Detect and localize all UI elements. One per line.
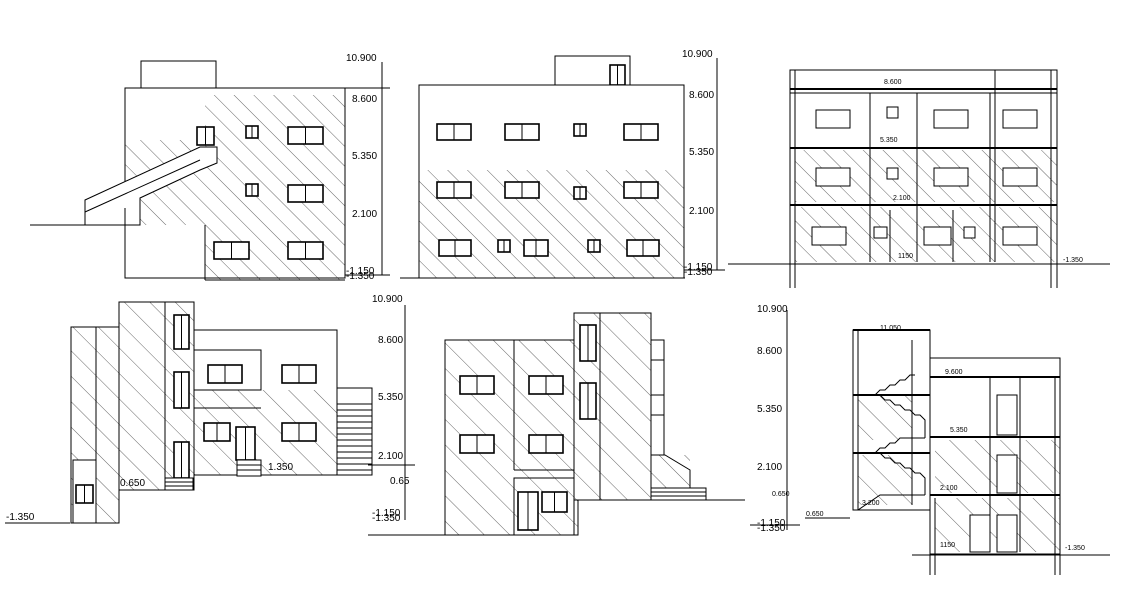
section-label-first: 2.100: [893, 195, 911, 202]
level-second: 5.350: [689, 147, 714, 158]
level-plinth: 0.650: [772, 491, 790, 498]
level-ground: -1.350: [6, 512, 35, 523]
level-ground-alt: -1.150: [372, 508, 401, 519]
level-roof: 8.600: [689, 90, 714, 101]
level-ground: -1.350: [757, 523, 786, 534]
level-top: 10.900: [372, 294, 403, 305]
level-second: 5.350: [378, 392, 403, 403]
section-b: 10.900 8.600 5.350 2.100 0.650 -1.150 -1…: [750, 304, 1110, 575]
level-second: 5.350: [352, 151, 377, 162]
level-roof: 8.600: [757, 346, 782, 357]
section-label-ground: -1.350: [1063, 257, 1083, 264]
level-top: 10.900: [346, 53, 377, 64]
level-top: 10.900: [757, 304, 788, 315]
elevation-side-right: 10.900 8.600 5.350 2.100 0.65 -1.150 -1.…: [368, 294, 745, 536]
level-roof: 8.600: [352, 94, 377, 105]
section-label-width: 11.050: [880, 325, 901, 332]
level-plinth: 0.650: [120, 478, 145, 489]
section-label-foundation: 1150: [940, 542, 955, 549]
level-ground: -1.350: [346, 271, 375, 282]
section-label-stair-floor: 3.200: [862, 500, 880, 507]
section-label-second: 5.350: [950, 427, 968, 434]
level-ground-alt: -1.150: [684, 262, 713, 273]
section-label-foundation: 1150: [898, 253, 913, 260]
level-first: 2.100: [757, 462, 782, 473]
level-top: 10.900: [682, 49, 713, 60]
level-second: 5.350: [757, 404, 782, 415]
level-ground: -1.350: [372, 513, 401, 524]
section-label-first: 2.100: [940, 485, 958, 492]
section-label-roof: 8.600: [884, 79, 902, 86]
level-first: 2.100: [689, 206, 714, 217]
level-ground-alt: -1.150: [757, 518, 786, 529]
level-stair: 1.350: [268, 462, 293, 473]
elevation-side-left: 10.900 8.600 5.350 2.100 -1.150 -1.350: [30, 53, 390, 282]
section-label-ground: -1.350: [1065, 545, 1085, 552]
section-a: 8.600 5.350 2.100 1150 -1.350: [728, 69, 1110, 288]
level-ground: -1.350: [684, 267, 713, 278]
level-first: 2.100: [378, 451, 403, 462]
level-ground-alt: -1.150: [346, 266, 375, 277]
elevation-rear: -1.350 0.650 1.350: [5, 301, 373, 524]
section-label-plinth: 0.650: [806, 511, 824, 518]
level-roof: 8.600: [378, 335, 403, 346]
level-plinth: 0.65: [390, 476, 410, 487]
elevation-front: 10.900 8.600 5.350 2.100 -1.150 -1.350: [400, 49, 725, 279]
section-label-roof-2: 9.600: [945, 369, 963, 376]
section-label-second: 5.350: [880, 137, 898, 144]
level-first: 2.100: [352, 209, 377, 220]
